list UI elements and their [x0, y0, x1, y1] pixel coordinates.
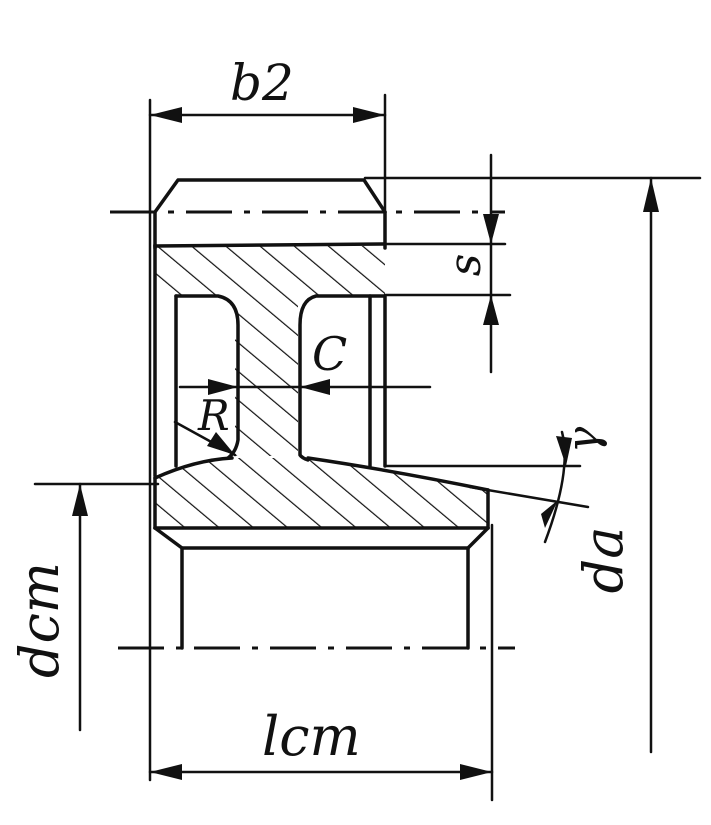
- label-c: C: [312, 327, 347, 381]
- gamma-arrow-bottom: [541, 500, 558, 528]
- lcm-arrow-left: [150, 764, 182, 780]
- dimension-gamma: γ: [541, 426, 609, 544]
- b2-arrow-left: [150, 107, 182, 123]
- dimension-dcm: dcm: [8, 482, 88, 732]
- rim-hatch: [155, 246, 385, 296]
- dimension-da: da: [572, 176, 659, 754]
- cavity-outlines: [153, 243, 387, 478]
- label-b2: b2: [230, 54, 294, 112]
- label-lcm: lcm: [262, 705, 361, 768]
- dimension-s: s: [440, 153, 499, 374]
- label-gamma: γ: [558, 426, 609, 453]
- b2-arrow-right: [353, 107, 385, 123]
- r-arrow: [207, 432, 235, 455]
- dcm-arrow-top: [72, 484, 88, 516]
- label-dcm: dcm: [8, 562, 71, 678]
- c-arrow-left: [208, 379, 238, 395]
- c-arrow-right: [300, 379, 330, 395]
- hub: [153, 456, 490, 650]
- da-arrow-top: [643, 178, 659, 212]
- rim: [153, 178, 387, 296]
- dimension-c: C: [208, 327, 347, 395]
- label-da: da: [572, 527, 635, 594]
- label-r: R: [197, 391, 230, 440]
- label-s: s: [440, 254, 491, 277]
- dimension-r: R: [173, 391, 237, 457]
- dimension-lcm: lcm: [148, 705, 494, 780]
- dimension-b2: b2: [148, 54, 387, 123]
- lcm-arrow-right: [460, 764, 492, 780]
- s-arrow-top: [483, 214, 499, 244]
- extension-lines: [33, 93, 702, 802]
- gamma-arrow-top: [556, 436, 572, 466]
- s-arrow-bottom: [483, 295, 499, 325]
